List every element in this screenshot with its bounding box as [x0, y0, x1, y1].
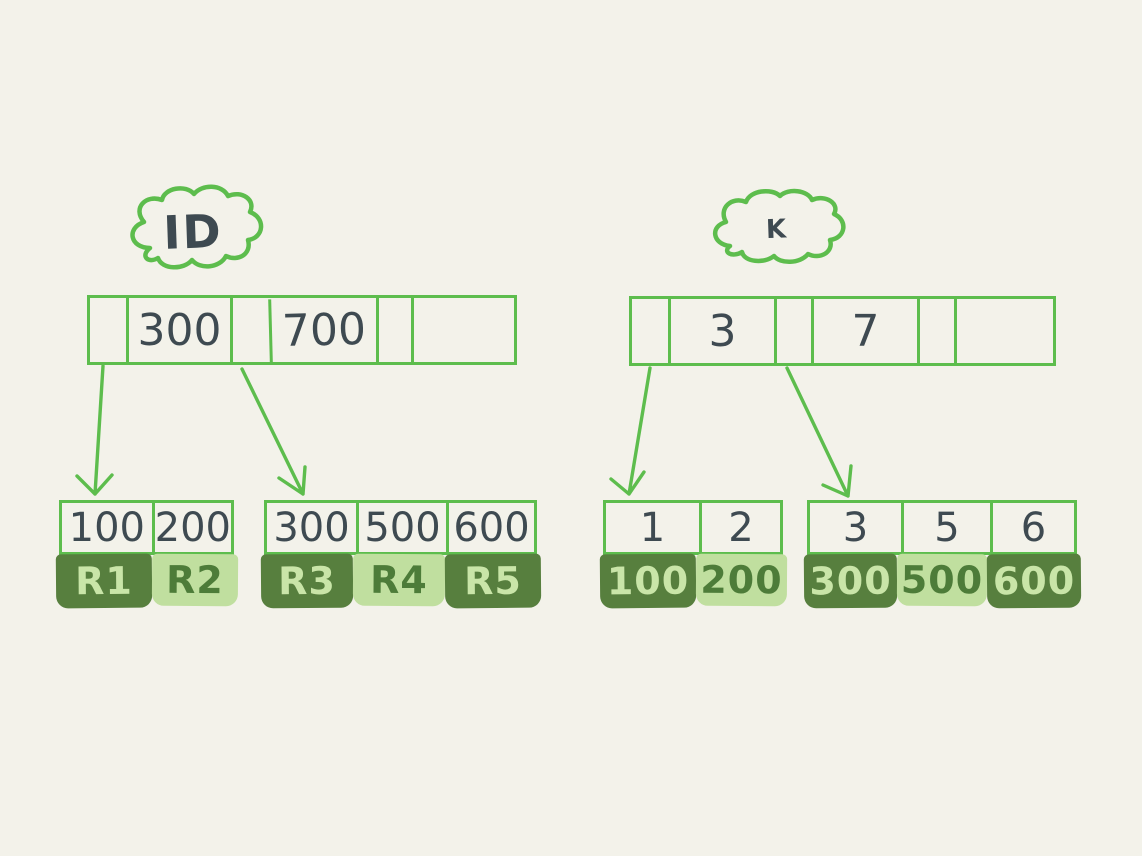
key-cell: 6	[990, 503, 1074, 552]
key-cell: 300	[273, 504, 350, 551]
key-cell: 600	[446, 503, 534, 552]
leaf-values-row: 100 200	[599, 553, 788, 609]
key-cell: 500	[356, 503, 446, 552]
key-cell: 7	[811, 299, 917, 363]
key-cell: 3	[668, 299, 774, 363]
right-leaf-node-2: 3 5 6 300 500 600	[803, 500, 1082, 609]
leaf-records-row: R1 R2	[55, 553, 239, 609]
value-block: 100	[599, 553, 697, 609]
leaf-keys-row: 100 200	[59, 500, 234, 555]
value-block: 200	[695, 553, 788, 607]
leaf-records-row: R3 R4 R5	[260, 553, 542, 609]
pointer-cell	[632, 299, 668, 363]
pointer-arrows	[75, 364, 853, 498]
arrow-right-2	[785, 366, 853, 498]
leaf-values-row: 300 500 600	[803, 553, 1082, 609]
record-block: R2	[151, 553, 239, 607]
right-internal-node: 3 7	[629, 296, 1056, 366]
left-internal-node: 300 700	[87, 295, 517, 365]
record-block: R4	[352, 553, 446, 607]
key-cell: 2	[699, 503, 780, 552]
right-leaf-node-1: 1 2 100 200	[599, 500, 788, 609]
record-block: R1	[55, 553, 153, 609]
key-cell: 100	[68, 504, 145, 551]
leaf-keys-row: 3 5 6	[807, 500, 1077, 555]
key-cell: 3	[842, 504, 869, 551]
pointer-cell	[774, 299, 811, 363]
record-block: R5	[444, 553, 542, 609]
key-cell: 200	[151, 503, 231, 552]
value-block: 500	[896, 553, 988, 607]
key-cell: 300	[126, 298, 230, 362]
key-cell: 700	[268, 296, 377, 364]
arrow-right-1	[609, 366, 652, 496]
left-index-label: ID	[162, 203, 224, 260]
leaf-keys-row: 300 500 600	[264, 500, 537, 555]
pointer-cell	[230, 298, 269, 362]
empty-cell	[954, 299, 1053, 363]
arrow-left-2	[240, 367, 307, 496]
arrow-left-1	[75, 364, 114, 496]
empty-cell	[411, 298, 514, 362]
pointer-cell	[90, 298, 126, 362]
pointer-cell	[376, 298, 411, 362]
value-block: 600	[986, 553, 1082, 609]
right-index-label: K	[765, 214, 789, 246]
key-cell: 5	[901, 503, 990, 552]
left-leaf-node-2: 300 500 600 R3 R4 R5	[260, 500, 542, 609]
pointer-cell	[917, 299, 954, 363]
leaf-keys-row: 1 2	[603, 500, 783, 555]
value-block: 300	[803, 553, 898, 609]
record-block: R3	[260, 553, 354, 609]
key-cell: 1	[639, 504, 666, 551]
left-leaf-node-1: 100 200 R1 R2	[55, 500, 239, 609]
